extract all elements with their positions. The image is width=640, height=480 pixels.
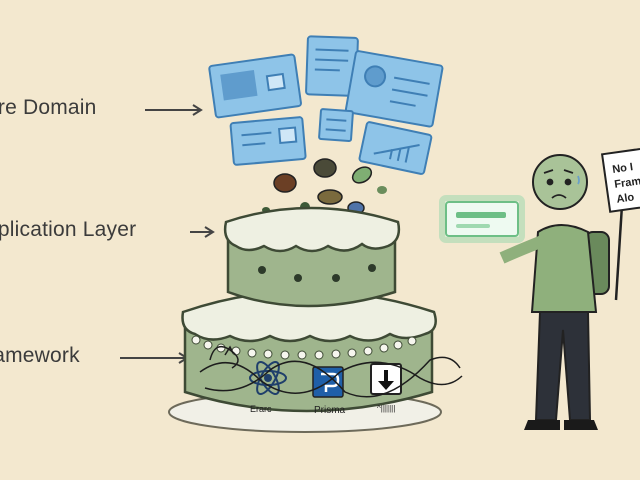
sign-line-2: Fram (614, 175, 640, 191)
electron-logo-caption: Erarc (250, 404, 272, 414)
floating-cards (208, 35, 444, 175)
protest-sign: No I Fram Alo (600, 144, 640, 213)
download-logo-caption: ^||||||| (377, 404, 395, 413)
application-layer-arrow (190, 226, 215, 238)
core-domain-label: ore Domain (0, 96, 97, 119)
falling-seeds (262, 158, 387, 215)
person-arm (499, 234, 548, 264)
sign-line-1: No I (612, 161, 634, 176)
glowing-card-icon (439, 195, 525, 243)
card-screen-icon (208, 53, 302, 119)
sign-line-3: Alo (616, 191, 635, 205)
card-small-lines-icon (318, 108, 354, 143)
person-legs (534, 311, 592, 421)
sign-pole (614, 204, 624, 301)
worried-face (543, 169, 580, 199)
person-body (530, 224, 598, 313)
person-head (532, 154, 588, 210)
core-domain-arrow (145, 104, 203, 116)
prisma-logo-caption: Prisma (314, 405, 346, 416)
download-arrow-icon (370, 363, 402, 395)
person-shoes (524, 420, 598, 430)
framework-logos: Erarc Prisma ^||||||| (199, 345, 463, 416)
tangled-wires (199, 345, 463, 398)
worried-person: No I Fram Alo (439, 144, 640, 430)
card-text-icon (229, 116, 307, 166)
cake-middle-tier (223, 206, 401, 308)
framework-arrow (120, 352, 189, 364)
card-chart-icon (358, 121, 433, 175)
card-profile-icon (344, 50, 444, 128)
framework-label: ramework (0, 344, 80, 367)
application-layer-label: pplication Layer (0, 218, 137, 241)
